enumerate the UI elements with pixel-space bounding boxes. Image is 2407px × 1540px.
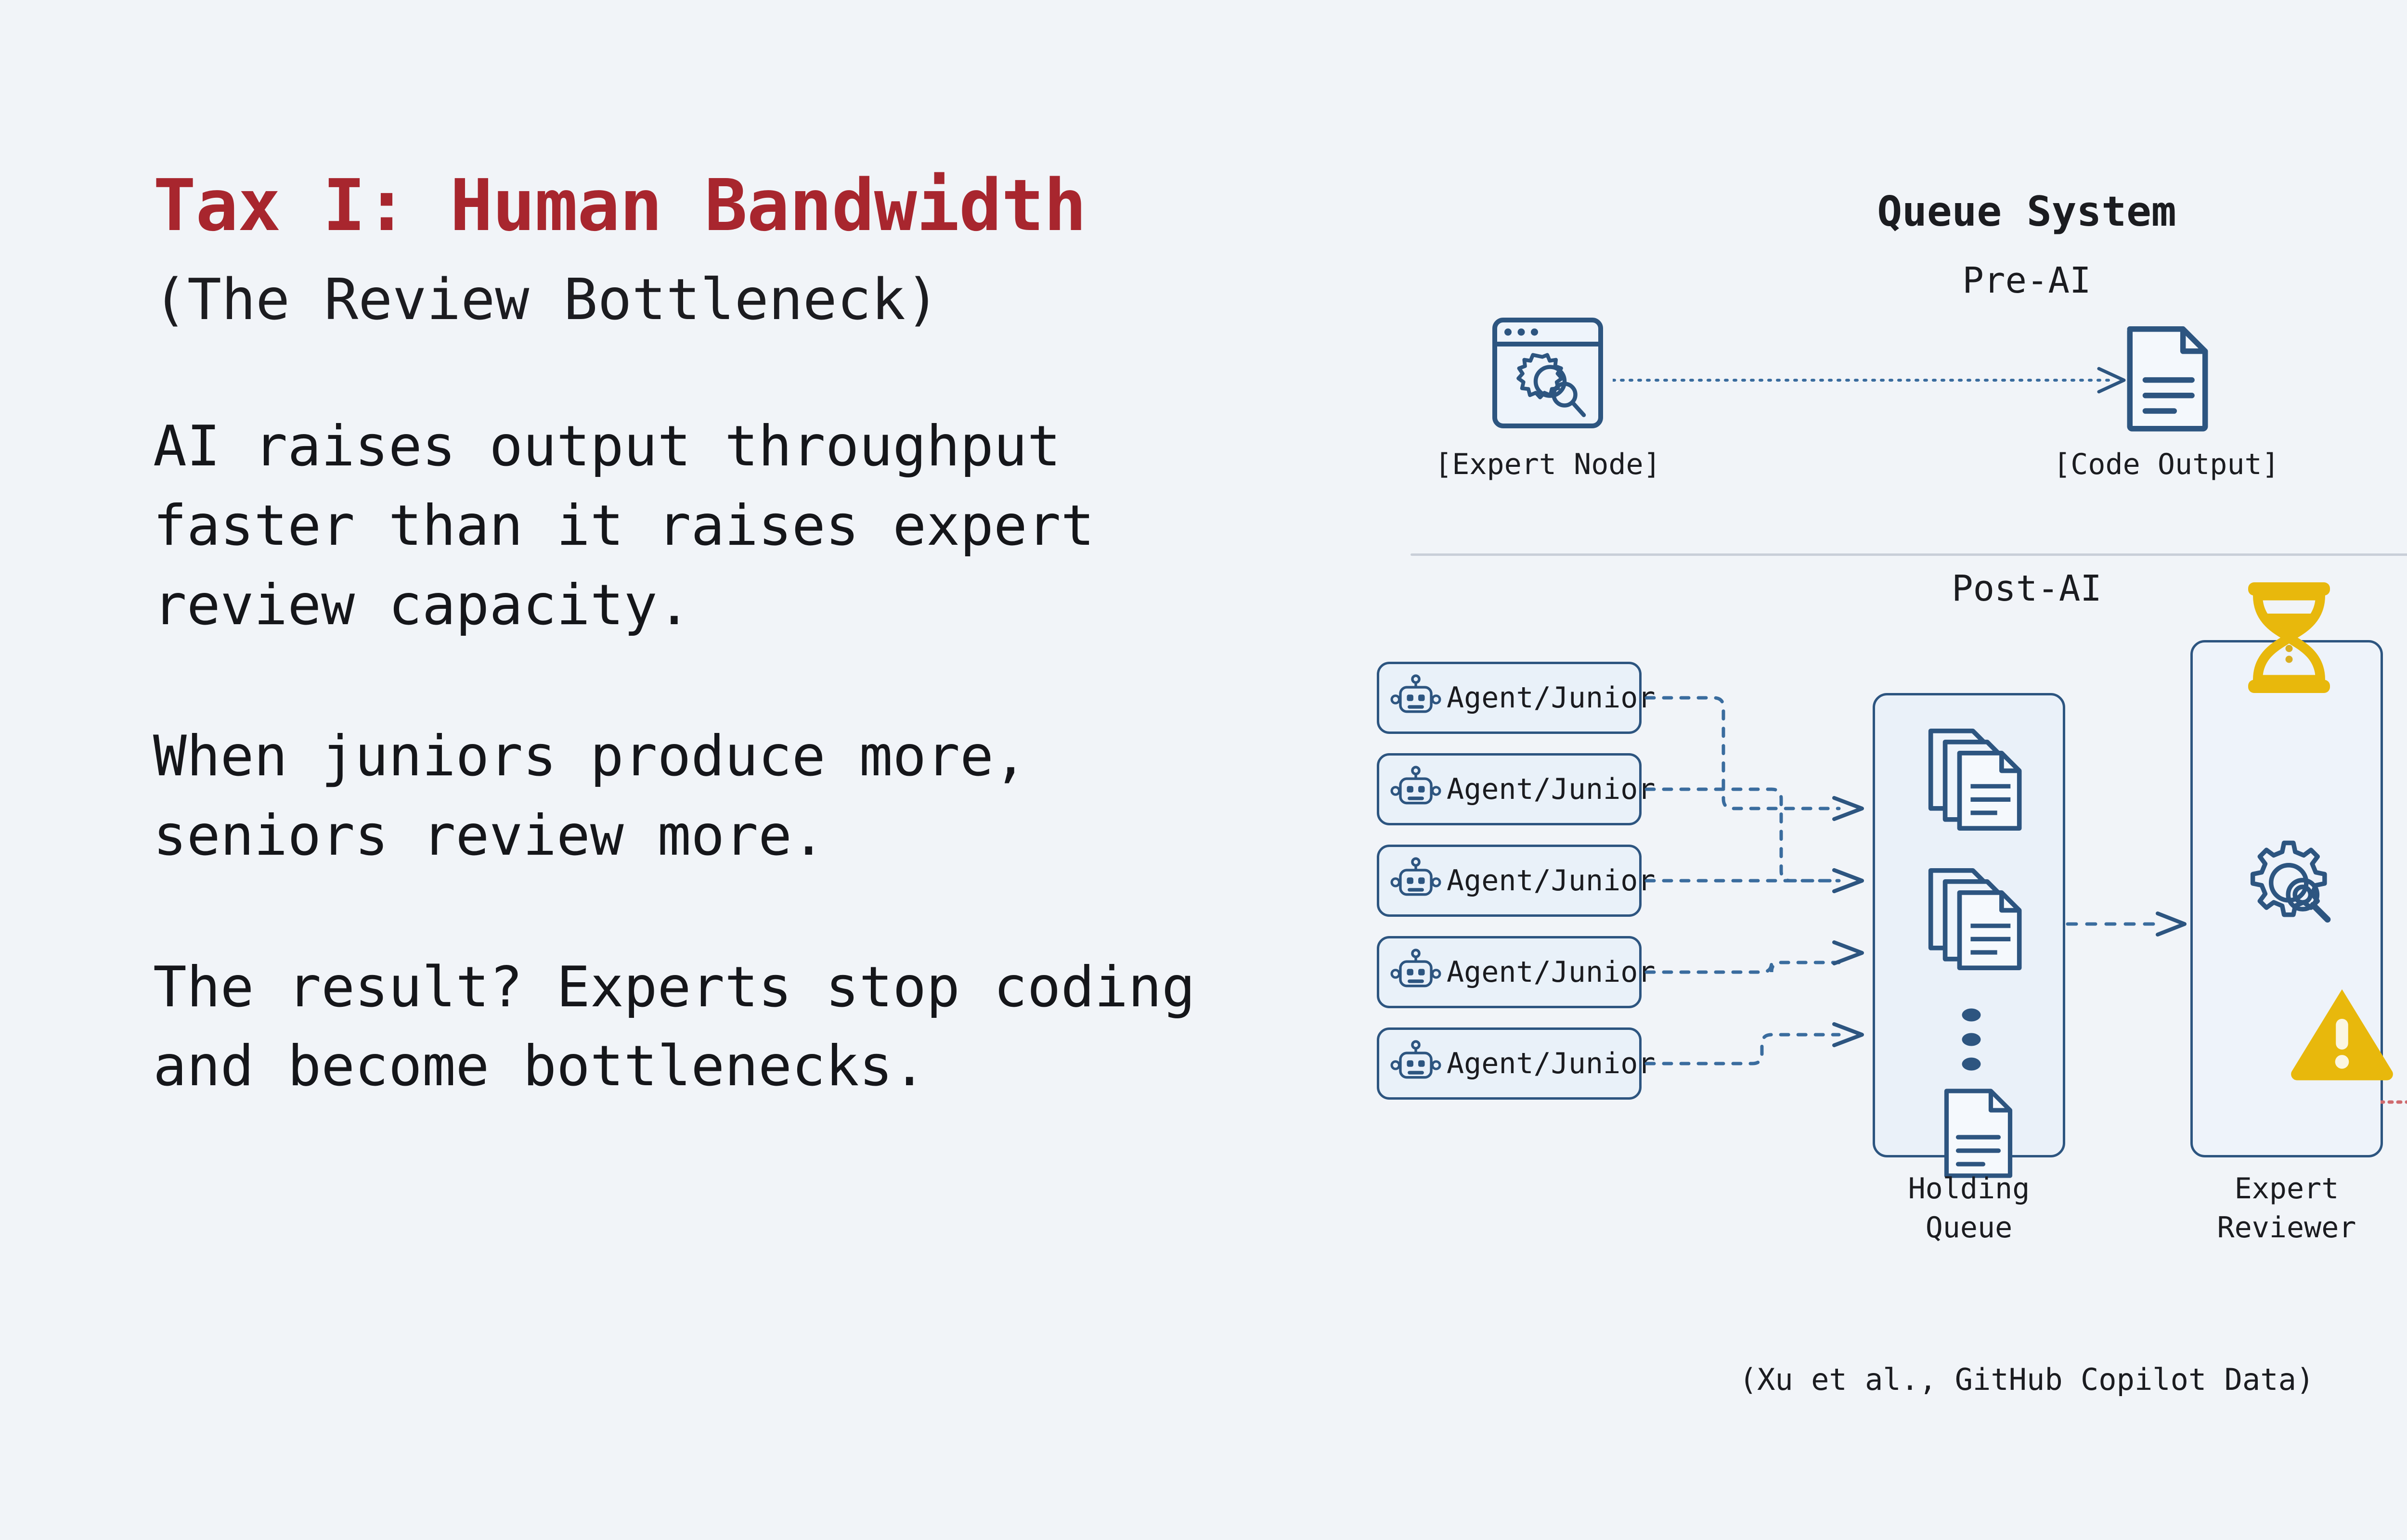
vertical-ellipsis-icon: [1957, 1003, 1986, 1076]
stat-value: -19%: [2388, 654, 2407, 719]
diagram-title: Queue System: [1877, 188, 2176, 236]
pre-ai-label: Pre-AI: [1962, 260, 2091, 301]
robot-icon: [1390, 1038, 1442, 1090]
expert-reviewer-label: Expert Reviewer: [2142, 1169, 2407, 1247]
agent-box-3[interactable]: Agent/Junior: [1377, 845, 1655, 917]
robot-icon: [1390, 763, 1442, 815]
agent-label: Agent/Junior: [1447, 772, 1656, 806]
browser-gear-magnifier-icon: [1488, 313, 1608, 433]
holding-queue-label-line1: Holding: [1908, 1172, 2030, 1206]
expert-node-label: [Expert Node]: [1435, 448, 1661, 481]
page-title: Tax I: Human Bandwidth: [153, 164, 1087, 247]
agent-label: Agent/Junior: [1447, 955, 1656, 989]
warning-triangle-icon: [2287, 982, 2397, 1080]
holding-queue-label: Holding Queue: [1825, 1169, 2113, 1247]
agent-label: Agent/Junior: [1447, 864, 1656, 898]
dotted-arrow-right-icon: [1611, 366, 2137, 395]
agent-label: Agent/Junior: [1447, 1047, 1656, 1080]
robot-icon: [1390, 672, 1442, 724]
document-icon: [2123, 322, 2212, 433]
pre-ai-code-output-label: [Code Output]: [2053, 448, 2279, 481]
expert-reviewer-label-line1: Expert: [2234, 1172, 2339, 1206]
body-paragraph-1: AI raises output throughput faster than …: [153, 414, 1095, 638]
page-subtitle: (The Review Bottleneck): [153, 266, 940, 333]
diagram-panel: Queue System Pre-AI Post-AI [Expert Node…: [1377, 159, 2407, 1458]
body-paragraph-3: The result? Experts stop coding and beco…: [153, 954, 1195, 1099]
hourglass-icon: [2241, 578, 2337, 698]
post-ai-code-output-label: [Code Output]: [2393, 1167, 2407, 1237]
robot-icon: [1390, 946, 1442, 998]
agent-box-1[interactable]: Agent/Junior: [1377, 662, 1655, 734]
document-stack-icon: [1926, 724, 2027, 835]
citation: (Xu et al., GitHub Copilot Data): [1739, 1362, 2315, 1397]
expert-reviewer-label-line2: Reviewer: [2217, 1211, 2356, 1245]
agent-box-2[interactable]: Agent/Junior: [1377, 753, 1655, 825]
section-divider: [1411, 553, 2407, 556]
robot-icon: [1390, 855, 1442, 907]
post-ai-label: Post-AI: [1952, 568, 2102, 609]
document-icon: [1938, 1085, 2017, 1181]
left-text-column: Tax I: Human Bandwidth (The Review Bottl…: [153, 164, 1308, 1106]
holding-queue-label-line2: Queue: [1925, 1211, 2013, 1245]
document-stack-icon: [1926, 864, 2027, 975]
body-paragraph-2: When juniors produce more, seniors revie…: [153, 724, 1027, 868]
red-dashed-arrow-icon: [2379, 1088, 2407, 1116]
agent-box-4[interactable]: Agent/Junior: [1377, 936, 1655, 1008]
gear-magnifier-icon: [2239, 833, 2342, 936]
stat-caption: Original Code Output: [2373, 724, 2407, 798]
agent-label: Agent/Junior: [1447, 681, 1656, 715]
agent-box-5[interactable]: Agent/Junior: [1377, 1027, 1655, 1100]
